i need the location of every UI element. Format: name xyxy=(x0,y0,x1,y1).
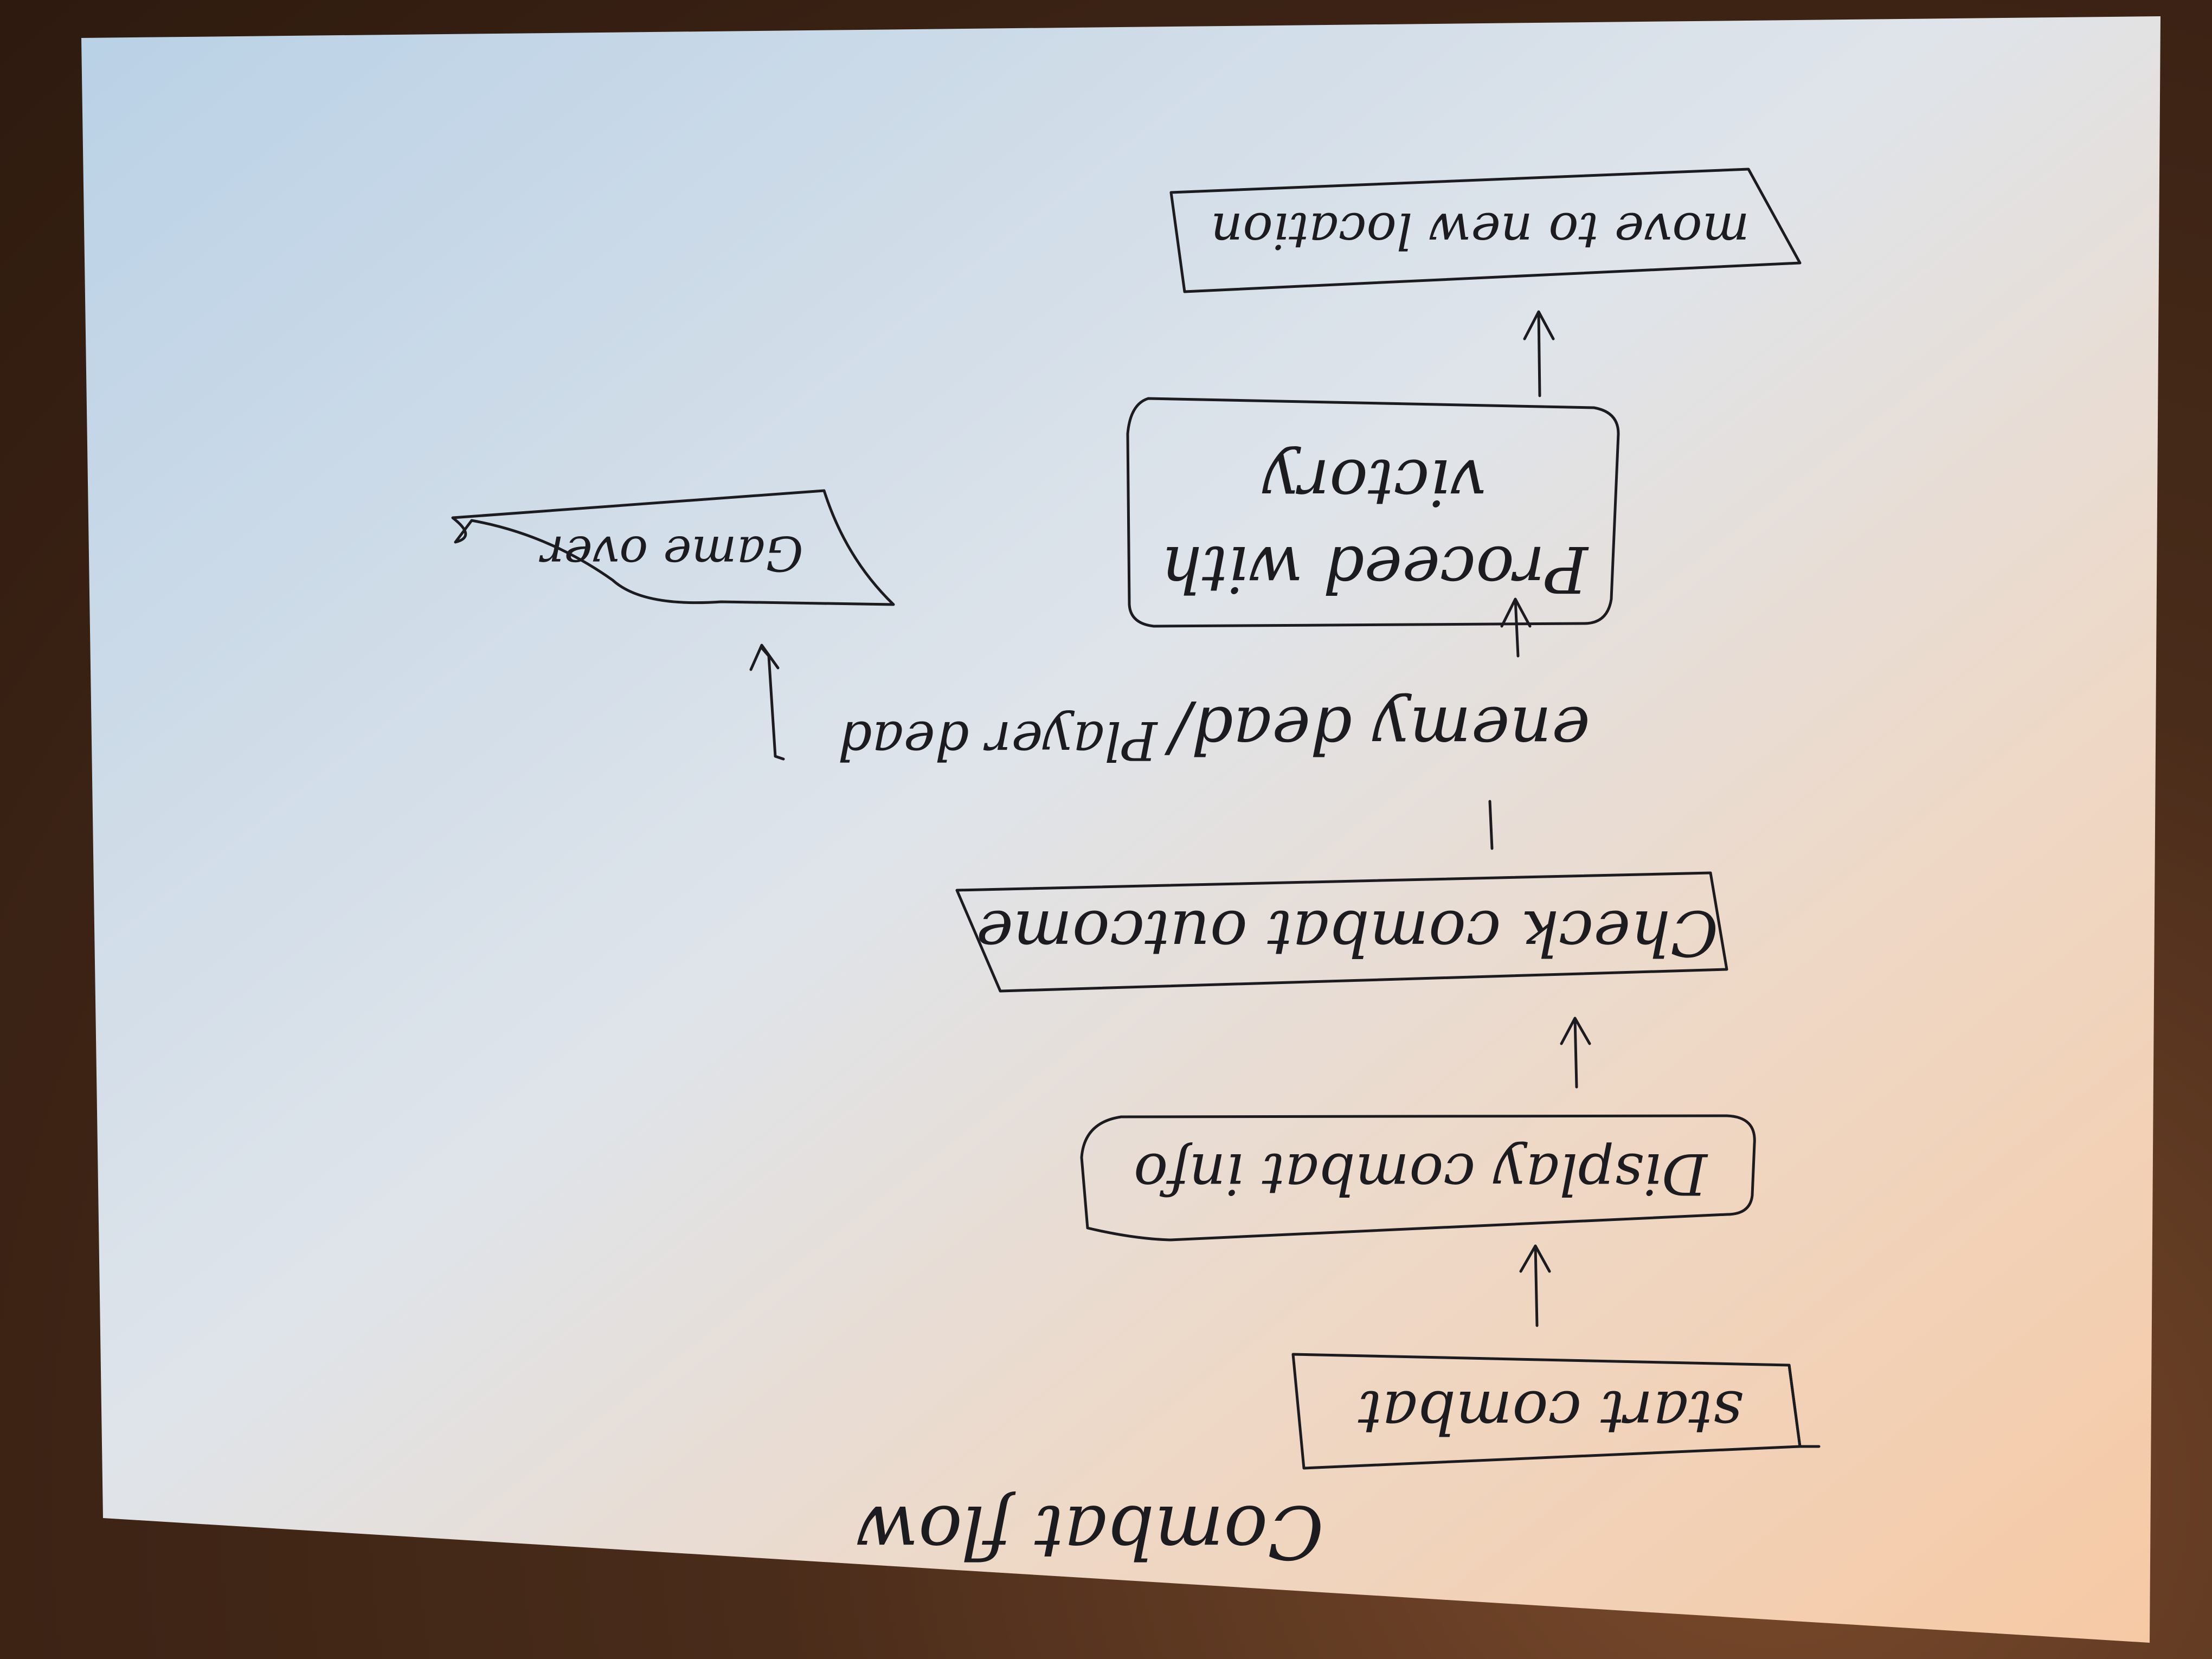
branch-label-enemy-dead: enemy dead/ xyxy=(1169,692,1590,767)
diagram-title: Combat flow xyxy=(856,1489,1324,1574)
node-check-combat-outcome-box xyxy=(955,871,1728,993)
branch-label-player-dead: Player dead xyxy=(838,709,1158,771)
paper-surface xyxy=(81,16,2160,1643)
node-game-over-label: Game over xyxy=(541,525,803,581)
node-game-over-box xyxy=(451,489,895,606)
arrow-player-dead-to-game-over xyxy=(749,644,785,761)
node-proceed-with-victory-box xyxy=(1126,397,1620,628)
arrow-display-to-check xyxy=(1560,1017,1591,1089)
line-check-to-branch xyxy=(1488,800,1494,850)
node-proceed-with-victory-label: Proceed with victory xyxy=(1161,445,1588,607)
node-start-combat-label: start combat xyxy=(1358,1378,1744,1447)
arrow-branch-to-proceed xyxy=(1500,597,1532,658)
node-check-combat-outcome-label: Check combat outcome xyxy=(976,896,1719,969)
arrow-start-to-display xyxy=(1519,1244,1551,1327)
node-move-to-new-location-box xyxy=(1169,168,1802,293)
node-display-combat-info-box xyxy=(1080,1114,1756,1242)
arrow-proceed-to-move xyxy=(1523,310,1555,397)
node-start-combat-tail xyxy=(1787,1364,1821,1448)
node-move-to-new-location-label: move to new location xyxy=(1211,202,1750,260)
node-display-combat-info-label: Display combat info xyxy=(1134,1141,1707,1207)
